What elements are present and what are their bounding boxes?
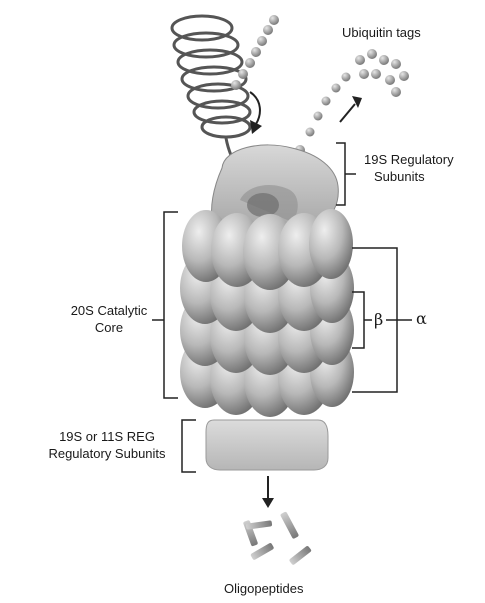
regulatory-19s-label-line1: 19S Regulatory — [364, 151, 454, 168]
exit-arrow — [262, 476, 274, 508]
catalytic-core-label-line1: 20S Catalytic — [66, 302, 152, 319]
bracket-20s — [152, 212, 178, 398]
ubiquitin-tags-label: Ubiquitin tags — [342, 24, 421, 41]
regulatory-19s-label-line2: Subunits — [364, 168, 454, 185]
alpha-label: α — [416, 309, 427, 328]
ubiquitin-chain — [231, 15, 279, 90]
catalytic-core-label-line2: Core — [66, 319, 152, 336]
oligopeptides-label: Oligopeptides — [224, 580, 304, 597]
catalytic-core — [180, 209, 354, 417]
catalytic-core-label: 20S Catalytic Core — [66, 302, 152, 336]
entry-arrow — [250, 92, 262, 134]
regulatory-base-label: 19S or 11S REG Regulatory Subunits — [36, 428, 178, 462]
regulatory-base-label-line2: Regulatory Subunits — [36, 445, 178, 462]
release-arrow — [340, 96, 362, 122]
bracket-base — [182, 420, 196, 472]
regulatory-19s-label: 19S Regulatory Subunits — [364, 151, 454, 185]
regulatory-cap-top — [212, 145, 339, 226]
beta-label: β — [374, 310, 383, 329]
bracket-19s — [336, 143, 356, 205]
released-ubiquitin — [295, 49, 409, 155]
regulatory-base — [206, 420, 328, 470]
protein-helix — [172, 16, 250, 137]
regulatory-base-label-line1: 19S or 11S REG — [36, 428, 178, 445]
oligopeptide-fragments — [243, 511, 312, 565]
